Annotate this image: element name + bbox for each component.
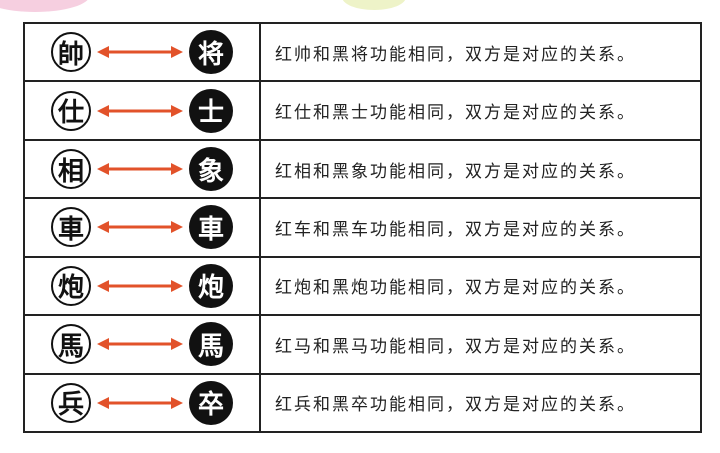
- double-arrow-icon: [97, 104, 183, 117]
- decorative-yellow-blob: [342, 0, 406, 10]
- piece-pair: 車 車: [25, 199, 261, 256]
- black-piece: 士: [189, 88, 233, 133]
- red-piece: 仕: [51, 90, 91, 131]
- piece-pair: 炮 炮: [25, 257, 261, 315]
- row-description: 红相和黑象功能相同，双方是对应的关系。: [275, 161, 636, 182]
- piece-pair: 仕 士: [25, 82, 261, 139]
- double-arrow-icon: [97, 279, 183, 292]
- black-piece: 車: [189, 205, 233, 250]
- black-piece: 炮: [189, 263, 233, 308]
- piece-pair: 相 象: [25, 140, 261, 198]
- table-row: 兵 卒 红兵和黑卒功能相同，双方是对应的关系。: [25, 374, 700, 431]
- black-piece: 象: [189, 147, 233, 192]
- red-piece: 兵: [51, 382, 91, 423]
- row-description: 红仕和黑士功能相同，双方是对应的关系。: [275, 103, 636, 124]
- table-row: 帥 将 红帅和黑将功能相同，双方是对应的关系。: [25, 24, 700, 83]
- red-piece: 帥: [51, 32, 91, 73]
- red-piece: 車: [51, 207, 91, 248]
- piece-pair: 馬 馬: [25, 316, 261, 373]
- row-description: 红马和黑马功能相同，双方是对应的关系。: [275, 336, 636, 357]
- red-piece: 炮: [51, 265, 91, 306]
- double-arrow-icon: [97, 221, 183, 234]
- row-description: 红车和黑车功能相同，双方是对应的关系。: [275, 219, 636, 240]
- double-arrow-icon: [97, 338, 183, 351]
- double-arrow-icon: [97, 46, 183, 59]
- table-row: 相 象 红相和黑象功能相同，双方是对应的关系。: [25, 140, 700, 200]
- double-arrow-icon: [97, 396, 183, 409]
- decorative-pink-blob: [0, 0, 90, 12]
- table-row: 馬 馬 红马和黑马功能相同，双方是对应的关系。: [25, 316, 700, 375]
- piece-pair: 兵 卒: [25, 374, 261, 431]
- row-description: 红帅和黑将功能相同，双方是对应的关系。: [275, 44, 636, 65]
- red-piece: 相: [51, 149, 91, 190]
- row-description: 红兵和黑卒功能相同，双方是对应的关系。: [275, 395, 636, 416]
- piece-correspondence-table: 帥 将 红帅和黑将功能相同，双方是对应的关系。 仕 士 红仕和黑士功能相同，双方…: [23, 22, 702, 433]
- double-arrow-icon: [97, 163, 183, 176]
- table-row: 車 車 红车和黑车功能相同，双方是对应的关系。: [25, 199, 700, 258]
- table-row: 仕 士 红仕和黑士功能相同，双方是对应的关系。: [25, 82, 700, 141]
- black-piece: 馬: [189, 322, 233, 367]
- black-piece: 将: [189, 30, 233, 75]
- red-piece: 馬: [51, 324, 91, 365]
- table-row: 炮 炮 红炮和黑炮功能相同，双方是对应的关系。: [25, 257, 700, 317]
- piece-pair: 帥 将: [25, 24, 261, 81]
- row-description: 红炮和黑炮功能相同，双方是对应的关系。: [275, 278, 636, 299]
- black-piece: 卒: [189, 380, 233, 425]
